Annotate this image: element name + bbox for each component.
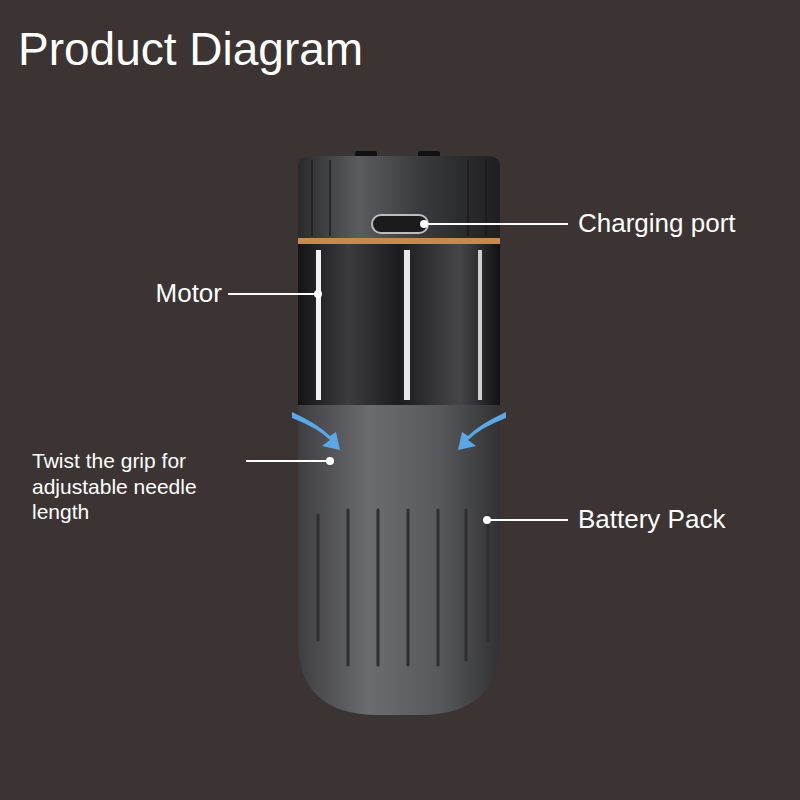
- callout-label: Charging port: [578, 209, 736, 239]
- gold-ring: [298, 238, 500, 244]
- grip-battery: [298, 405, 500, 715]
- highlight: [316, 250, 321, 400]
- leader-dots: [314, 220, 491, 524]
- grooves: [318, 510, 488, 665]
- motor-body: [298, 244, 500, 405]
- leader-lines: [228, 224, 568, 520]
- twist-arrow: [292, 412, 340, 450]
- callout-label: Twist the grip for adjustable needle len…: [32, 448, 247, 524]
- callout-label: Battery Pack: [578, 505, 725, 535]
- highlight: [404, 250, 410, 400]
- callout-label: Motor: [156, 279, 222, 309]
- twist-arrow: [458, 412, 506, 450]
- charging-port: [372, 215, 428, 233]
- diagram-title: Product Diagram: [18, 24, 363, 75]
- top-cap: [298, 156, 500, 240]
- highlight: [478, 250, 482, 400]
